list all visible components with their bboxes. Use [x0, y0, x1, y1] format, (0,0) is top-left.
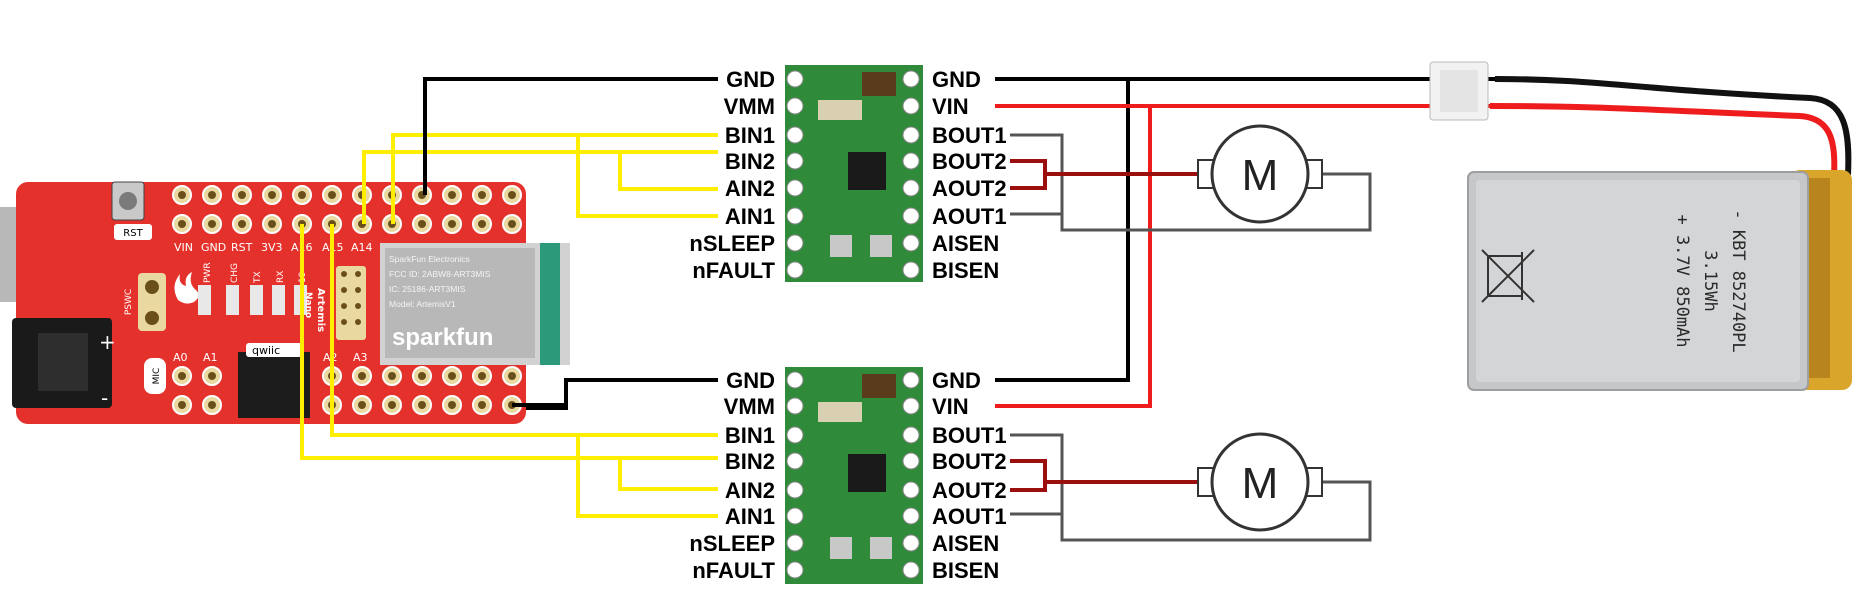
- artemis-label: Artemis: [315, 288, 326, 332]
- driver-top-pin-bout1: BOUT1: [932, 123, 1007, 148]
- motor-wires: [1010, 133, 1372, 542]
- driver-top-pin-bout2: BOUT2: [932, 149, 1007, 174]
- rst-button-label: RST: [123, 228, 143, 239]
- driver-top-pin-vin: VIN: [932, 94, 969, 119]
- pin-label-a1: A1: [203, 351, 218, 364]
- driver-top-pin-nfault: nFAULT: [692, 258, 775, 283]
- jumper-pads: [336, 266, 366, 340]
- mic-label: MIC: [152, 368, 162, 385]
- driver-top-pin-aout2: AOUT2: [932, 176, 1007, 201]
- driver-bottom-pin-ain1: AIN1: [725, 504, 775, 529]
- driver-top-pin-gnd-r: GND: [932, 67, 981, 92]
- motor-bottom: M: [1197, 432, 1323, 532]
- battery-text-line3: + 3.7V 850mAh: [1672, 214, 1692, 347]
- driver-bottom-pin-bisen: BISEN: [932, 558, 999, 583]
- driver-bottom-pin-ain2: AIN2: [725, 478, 775, 503]
- svg-text:+: +: [99, 330, 116, 354]
- driver-bottom-right-labels: GND VIN BOUT1 BOUT2 AOUT2 AOUT1 AISEN BI…: [932, 368, 1007, 583]
- driver-top-pin-vmm: VMM: [724, 94, 775, 119]
- driver-bottom-pin-bin1: BIN1: [725, 423, 775, 448]
- driver-top-pin-nsleep: nSLEEP: [689, 231, 775, 256]
- driver-top-pin-aisen: AISEN: [932, 231, 999, 256]
- driver-top-left-labels: GND VMM BIN1 BIN2 AIN2 AIN1 nSLEEP nFAUL…: [689, 67, 775, 283]
- driver-top-pin-bin2: BIN2: [725, 149, 775, 174]
- weee-bin-icon: [1481, 249, 1535, 303]
- driver-bottom-pin-nfault: nFAULT: [692, 558, 775, 583]
- nano-label: Nano: [303, 292, 313, 318]
- power-wires: [995, 104, 1490, 408]
- motor-driver-bottom: [785, 367, 923, 584]
- driver-bottom-pin-gnd: GND: [726, 368, 775, 393]
- driver-top-pin-ain1: AIN1: [725, 204, 775, 229]
- driver-bottom-pin-aisen: AISEN: [932, 531, 999, 556]
- pin-label-gnd: GND: [201, 241, 226, 254]
- module-brand: sparkfun: [392, 324, 493, 351]
- pswc-pads: [138, 273, 166, 331]
- pin-label-a3: A3: [353, 351, 368, 364]
- battery-text-line1: - KBT 852740PL: [1728, 209, 1748, 352]
- module-antenna: [540, 243, 560, 365]
- led-label-chg: CHG: [230, 263, 240, 283]
- module-line-3: IC: 25186-ART3MIS: [389, 284, 466, 294]
- module-line-4: Model: ArtemisV1: [389, 299, 456, 309]
- led-label-tx: TX: [253, 271, 263, 284]
- svg-text:-: -: [101, 386, 108, 410]
- driver-top-right-labels: GND VIN BOUT1 BOUT2 AOUT2 AOUT1 AISEN BI…: [932, 67, 1007, 283]
- module-line-1: SparkFun Electronics: [389, 254, 470, 264]
- pin-label-a0: A0: [173, 351, 188, 364]
- pin-label-vin: VIN: [174, 241, 193, 254]
- motor-top: M: [1197, 124, 1323, 224]
- pin-label-a14: A14: [351, 241, 373, 254]
- driver-bottom-left-labels: GND VMM BIN1 BIN2 AIN2 AIN1 nSLEEP nFAUL…: [689, 368, 775, 583]
- driver-bottom-pin-vin: VIN: [932, 394, 969, 419]
- signal-wire-overlays: [300, 135, 395, 458]
- driver-top-pin-bisen: BISEN: [932, 258, 999, 283]
- sparkfun-flame-logo: [174, 272, 199, 304]
- led-label-rx: RX: [276, 271, 286, 283]
- module-line-2: FCC ID: 2ABW8-ART3MIS: [389, 269, 491, 279]
- driver-top-pin-gnd: GND: [726, 67, 775, 92]
- pin-label-rst: RST: [231, 241, 253, 254]
- pswc-label: PSWC: [124, 289, 134, 315]
- driver-top-pin-aout1: AOUT1: [932, 204, 1007, 229]
- qwiic-connector: [238, 352, 310, 418]
- driver-top-pin-ain2: AIN2: [725, 176, 775, 201]
- driver-bottom-pin-bin2: BIN2: [725, 449, 775, 474]
- motor-lead-wires: [1010, 159, 1198, 492]
- driver-bottom-pin-gnd-r: GND: [932, 368, 981, 393]
- led-label-pwr: PWR: [203, 262, 213, 283]
- lipo-battery: - KBT 852740PL 3.15Wh + 3.7V 850mAh: [1429, 61, 1852, 391]
- redboard-artemis-nano: + - RST PSWC PWR CHG TX RX 19 Artemis Na…: [0, 181, 570, 424]
- motor-driver-top: [785, 65, 923, 282]
- driver-bottom-pin-bout1: BOUT1: [932, 423, 1007, 448]
- driver-bottom-pin-aout2: AOUT2: [932, 478, 1007, 503]
- pin-label-3v3: 3V3: [261, 241, 283, 254]
- driver-top-pin-bin1: BIN1: [725, 123, 775, 148]
- driver-bottom-pin-nsleep: nSLEEP: [689, 531, 775, 556]
- driver-bottom-pin-vmm: VMM: [724, 394, 775, 419]
- driver-bottom-pin-aout1: AOUT1: [932, 504, 1007, 529]
- motor-bottom-label: M: [1242, 459, 1279, 508]
- motor-top-label: M: [1242, 151, 1279, 200]
- driver-bottom-pin-bout2: BOUT2: [932, 449, 1007, 474]
- mic-pad: [144, 358, 166, 394]
- battery-text-line2: 3.15Wh: [1700, 250, 1720, 311]
- qwiic-label: qwiic: [252, 344, 280, 357]
